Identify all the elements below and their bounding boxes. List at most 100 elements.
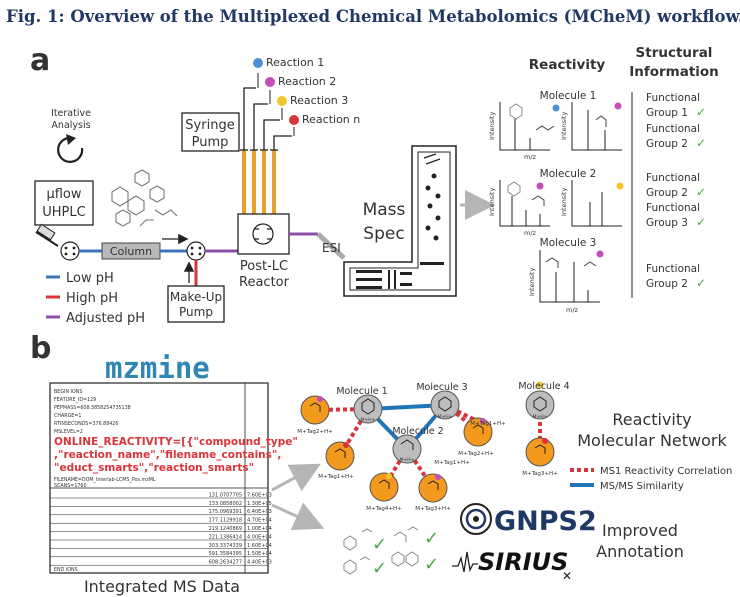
peak-intensity: 1.00E+04 <box>247 526 272 532</box>
peak-intensity: 7.60E+03 <box>247 492 272 498</box>
peak-mz: 591.3584395 <box>209 551 242 557</box>
ms-header-lines: BEGIN IONS FEATURE_ID=129PEPMASS=608.3858… <box>54 389 131 435</box>
online-reactivity-line-1: ONLINE_REACTIVITY=[{"compound_type" <box>54 436 298 448</box>
post-lc-label-1: Post-LC <box>240 259 288 274</box>
peak-intensity: 1.60E+04 <box>247 543 272 549</box>
peak-mz: 221.1386414 <box>209 534 242 540</box>
structural-header-1: Structural <box>636 45 713 61</box>
svg-text:✓: ✓ <box>424 528 439 549</box>
esi-needle <box>316 232 346 260</box>
annotation-title-2: Annotation <box>596 542 684 561</box>
structural-header-2: Information <box>629 64 719 80</box>
tag-label-7: M+Tag3+H+ <box>522 471 558 477</box>
fg-2-line-1: Functional <box>646 123 700 135</box>
reaction-1-label: Reaction 1 <box>266 56 324 69</box>
ms-header-line: FEATURE_ID=129 <box>54 397 96 403</box>
sirius-spectrum-icon <box>452 551 478 573</box>
fg-4-line-2: Group 3 <box>646 217 688 229</box>
fg-3-line-1: Functional <box>646 172 700 184</box>
to-network-arrow <box>271 463 321 492</box>
tag-label-3: M+Tag2+H+ <box>458 451 494 457</box>
node-2-mh: M+H+ <box>400 457 415 463</box>
injector-valve-icon <box>60 241 80 261</box>
svg-text:✓: ✓ <box>424 554 439 575</box>
axis-intensity-4: Intensity <box>560 188 568 216</box>
network-molecule-2-label: Molecule 2 <box>392 426 443 437</box>
fg-4-check-icon: ✓ <box>696 215 706 229</box>
molecule-1-spectra <box>499 102 622 151</box>
reaction-n-flask-icon <box>289 115 299 136</box>
peak-mz: 303.3374339 <box>209 543 242 549</box>
axis-intensity-3: Intensity <box>488 188 496 216</box>
mass-spec-label-2: Spec <box>363 224 404 244</box>
axis-intensity-5: Intensity <box>528 268 536 296</box>
column-label: Column <box>110 245 152 258</box>
figure-title: Fig. 1: Overview of the Multiplexed Chem… <box>6 7 740 26</box>
tag-label-2: M+Tag1+H+ <box>318 474 354 480</box>
molecule-2-label: Molecule 2 <box>540 168 597 180</box>
node-3-mh: M+H+ <box>438 414 453 420</box>
legend-low-ph: Low pH <box>66 271 114 286</box>
reaction-2-flask-icon <box>265 77 275 104</box>
network-node-molecule-2 <box>392 434 422 464</box>
network-title-1: Reactivity <box>612 410 691 429</box>
reactivity-header: Reactivity <box>529 57 606 73</box>
syringe-pump-label-2: Pump <box>192 135 229 150</box>
fg-3-check-icon: ✓ <box>696 185 706 199</box>
fg-4-line-1: Functional <box>646 202 700 214</box>
peak-table: 131.0707705 7.60E+03 133.0858002 1.30E+05 17… <box>50 492 272 566</box>
fg-1-line-2: Group 1 <box>646 107 688 119</box>
ms-header-line: BEGIN IONS <box>54 389 82 395</box>
makeup-label-1: Make-Up <box>170 290 222 304</box>
legend-msms-label: MS/MS Similarity <box>600 481 684 492</box>
post-lc-label-2: Reactor <box>239 275 290 290</box>
fg-5-line-2: Group 2 <box>646 278 688 290</box>
ms-header-line: PEPMASS=608.3858254735138 <box>54 405 131 411</box>
peak-intensity: 4.40E+03 <box>247 560 272 566</box>
gnps2-logo-icon <box>460 503 492 535</box>
integrated-ms-label: Integrated MS Data <box>84 577 240 596</box>
reaction-3-flask-icon <box>277 96 287 120</box>
axis-mz-3: m/z <box>566 306 579 314</box>
legend-high-ph: High pH <box>66 291 118 306</box>
axis-mz-1: m/z <box>524 153 537 161</box>
reactor-manifold-icon <box>252 223 274 245</box>
reaction-1-flask-icon <box>253 58 263 88</box>
axis-mz-2: m/z <box>524 229 537 237</box>
molecule-1-label: Molecule 1 <box>540 90 597 102</box>
reaction-n-label: Reaction n <box>302 113 360 126</box>
network-molecule-4-label: Molecule 4 <box>518 381 569 392</box>
fg-5-line-1: Functional <box>646 263 700 275</box>
reaction-2-label: Reaction 2 <box>278 75 336 88</box>
peak-mz: 219.1240869 <box>209 526 242 532</box>
ms-filename: FILENAME=DOM_Interlab-LCMS_Pos.mzML <box>54 477 156 483</box>
ms-header-line: MSLEVEL=2 <box>54 429 83 435</box>
uhplc-box <box>34 180 94 226</box>
fg-5-check-icon: ✓ <box>696 276 706 290</box>
iterative-label-2: Analysis <box>51 120 90 131</box>
panel-a-label: a <box>30 43 50 78</box>
annotation-title-1: Improved <box>602 521 678 540</box>
fg-2-line-2: Group 2 <box>646 138 688 150</box>
peak-intensity: 1.30E+05 <box>247 501 272 507</box>
panel-b-label: b <box>30 331 51 366</box>
fg-1-check-icon: ✓ <box>696 105 706 119</box>
annotated-structures-icon <box>343 526 419 575</box>
mzmine-logo: mzmine <box>105 351 210 385</box>
tag-label-8: M+Tag1+H+ <box>434 460 470 466</box>
peak-mz: 133.0858002 <box>209 501 242 507</box>
sirius-star-icon: ✕ <box>562 569 572 583</box>
peak-mz: 131.0707705 <box>209 492 242 498</box>
molecule-3-label: Molecule 3 <box>540 237 597 249</box>
uhplc-label-2: UHPLC <box>42 205 85 220</box>
mass-spectrometer <box>343 145 457 297</box>
peak-mz: 175.0969391 <box>209 509 242 515</box>
makeup-label-2: Pump <box>179 305 213 319</box>
ms-header-line: CHARGE=1 <box>54 413 81 419</box>
analyte-molecules-icon <box>111 169 178 227</box>
peak-intensity: 4.00E+04 <box>247 534 272 540</box>
reagent-syringes-icon <box>240 87 292 214</box>
makeup-pump-box <box>167 285 225 323</box>
fg-3-line-2: Group 2 <box>646 187 688 199</box>
